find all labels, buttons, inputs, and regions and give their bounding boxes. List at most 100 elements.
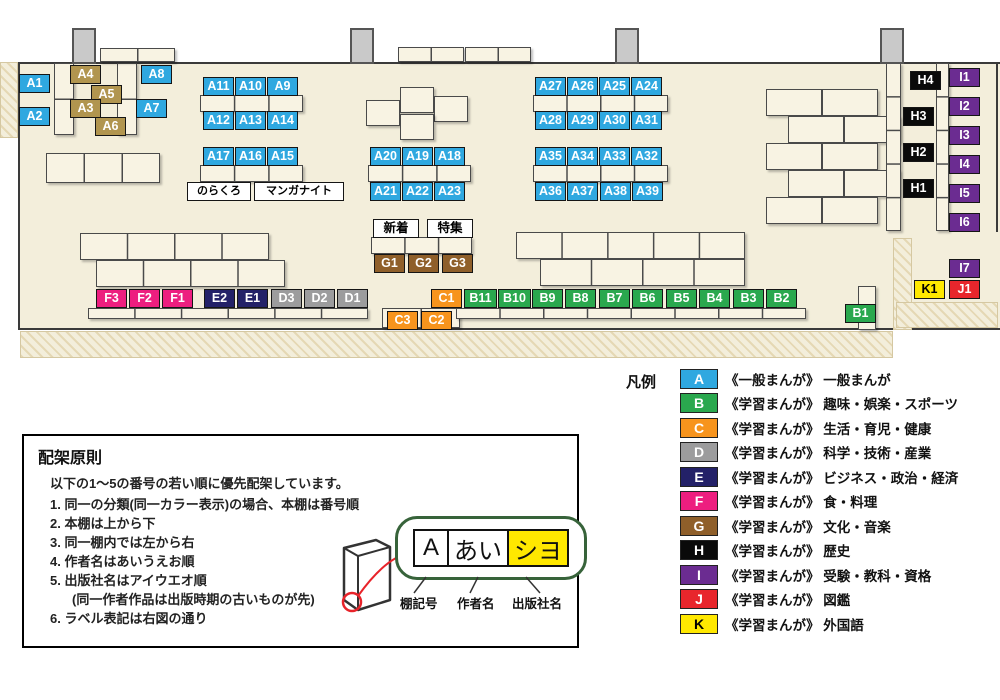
rules-title: 配架原則 <box>38 450 103 467</box>
shelf-label-H4: H4 <box>910 71 941 90</box>
shelf-label-新着: 新着 <box>373 219 419 238</box>
shelf-label-K1: K1 <box>914 280 945 299</box>
shelf-label-A28: A28 <box>535 111 566 130</box>
shelf-label-D3: D3 <box>271 289 302 308</box>
shelf-label-F3: F3 <box>96 289 127 308</box>
shelf-label-B8: B8 <box>565 289 596 308</box>
caption-shelf-code: 棚記号 <box>400 597 438 611</box>
shelf-label-G3: G3 <box>442 254 473 273</box>
shelf-label-A37: A37 <box>567 182 598 201</box>
legend-label: 《一般まんが》 一般まんが <box>725 372 891 388</box>
shelf-label-H2: H2 <box>903 143 934 162</box>
rules-item: 6. ラベル表記は右図の通り <box>50 611 208 626</box>
shelf-block <box>822 89 878 116</box>
shelf-label-A31: A31 <box>631 111 662 130</box>
shelf-label-A25: A25 <box>599 77 630 96</box>
shelf-label-A15: A15 <box>267 147 298 166</box>
legend-label: 《学習まんが》 食・料理 <box>725 495 878 510</box>
shelf-label-A29: A29 <box>567 111 598 130</box>
shelf-label-B5: B5 <box>666 289 697 308</box>
shelf-block <box>400 87 434 113</box>
label-position-circle <box>341 591 363 613</box>
shelf-label-A9: A9 <box>267 77 298 96</box>
pillar <box>350 28 374 64</box>
shelf-block <box>200 95 303 112</box>
legend-row: C《学習まんが》 生活・育児・健康 <box>680 417 958 438</box>
pillar <box>615 28 639 64</box>
shelf-label-A3: A3 <box>70 99 101 118</box>
shelf-block <box>200 165 303 182</box>
shelf-label-特集: 特集 <box>427 219 473 238</box>
shelf-block <box>766 89 822 116</box>
legend-row: H《学習まんが》 歴史 <box>680 540 958 561</box>
legend-row: D《学習まんが》 科学・技術・産業 <box>680 442 958 463</box>
pillar <box>72 28 96 64</box>
shelf-block <box>371 237 472 254</box>
shelf-block <box>766 197 822 224</box>
shelf-block <box>400 114 434 140</box>
shelf-label-I1: I1 <box>949 68 980 87</box>
example-shelf-code: A <box>413 529 449 567</box>
shelf-label-マンガナイト: マンガナイト <box>254 182 344 201</box>
shelf-label-H3: H3 <box>903 107 934 126</box>
callout-lines <box>413 576 541 594</box>
shelf-block <box>788 170 844 197</box>
right-wall <box>996 62 998 232</box>
shelf-label-B10: B10 <box>498 289 531 308</box>
legend-row: E《学習まんが》 ビジネス・政治・経済 <box>680 466 958 487</box>
shelf-block <box>822 143 878 170</box>
legend-row: J《学習まんが》 図鑑 <box>680 589 958 610</box>
legend-swatch-A: A <box>680 368 718 389</box>
shelf-block <box>80 233 269 260</box>
hatched-area <box>20 331 893 358</box>
shelf-label-B2: B2 <box>766 289 797 308</box>
shelf-label-I2: I2 <box>949 97 980 116</box>
shelf-block <box>88 308 368 319</box>
legend-swatch-B: B <box>680 393 718 413</box>
shelf-label-E1: E1 <box>237 289 268 308</box>
shelf-label-A20: A20 <box>370 147 401 166</box>
legend-row: K《学習まんが》 外国語 <box>680 613 958 634</box>
shelf-label-C3: C3 <box>387 311 418 330</box>
example-author: あい <box>447 529 509 567</box>
example-publisher: シヨ <box>507 529 569 567</box>
pillar <box>880 28 904 64</box>
rules-item: 2. 本棚は上から下 <box>50 516 156 531</box>
shelf-block <box>54 63 74 135</box>
shelf-block <box>46 153 160 183</box>
shelf-label-A38: A38 <box>600 182 631 201</box>
legend-swatch-J: J <box>680 589 718 609</box>
shelf-label-B7: B7 <box>599 289 630 308</box>
legend-label: 《学習まんが》 生活・育児・健康 <box>725 421 932 437</box>
shelf-block <box>788 116 844 143</box>
shelf-label-A32: A32 <box>631 147 662 166</box>
shelf-label-A35: A35 <box>535 147 566 166</box>
shelf-label-I5: I5 <box>949 184 980 203</box>
shelf-block <box>465 47 531 62</box>
legend-label: 《学習まんが》 歴史 <box>725 544 851 559</box>
shelf-block <box>540 259 745 286</box>
shelf-block <box>368 165 471 182</box>
legend-swatch-G: G <box>680 515 718 536</box>
shelf-label-I6: I6 <box>949 213 980 232</box>
shelf-block <box>533 95 668 112</box>
rules-intro: 以下の1〜5の番号の若い順に優先配架しています。 <box>50 476 349 491</box>
legend-swatch-D: D <box>680 442 718 462</box>
shelf-label-C1: C1 <box>431 289 462 308</box>
shelf-label-C2: C2 <box>421 311 452 330</box>
shelf-label-F2: F2 <box>129 289 160 308</box>
legend-title: 凡例 <box>626 374 657 391</box>
shelf-label-A4: A4 <box>70 65 101 84</box>
shelf-label-A39: A39 <box>632 182 663 201</box>
shelf-label-B4: B4 <box>699 289 730 308</box>
shelf-block <box>366 100 400 126</box>
book-illustration <box>341 538 396 613</box>
shelf-label-A23: A23 <box>434 182 465 201</box>
shelf-block <box>398 47 464 62</box>
shelf-label-A21: A21 <box>370 182 401 201</box>
shelf-label-D1: D1 <box>337 289 368 308</box>
rules-item: 1. 同一の分類(同一カラー表示)の場合、本棚は番号順 <box>50 497 360 512</box>
legend-row: A 《一般まんが》 一般まんが <box>680 368 958 389</box>
